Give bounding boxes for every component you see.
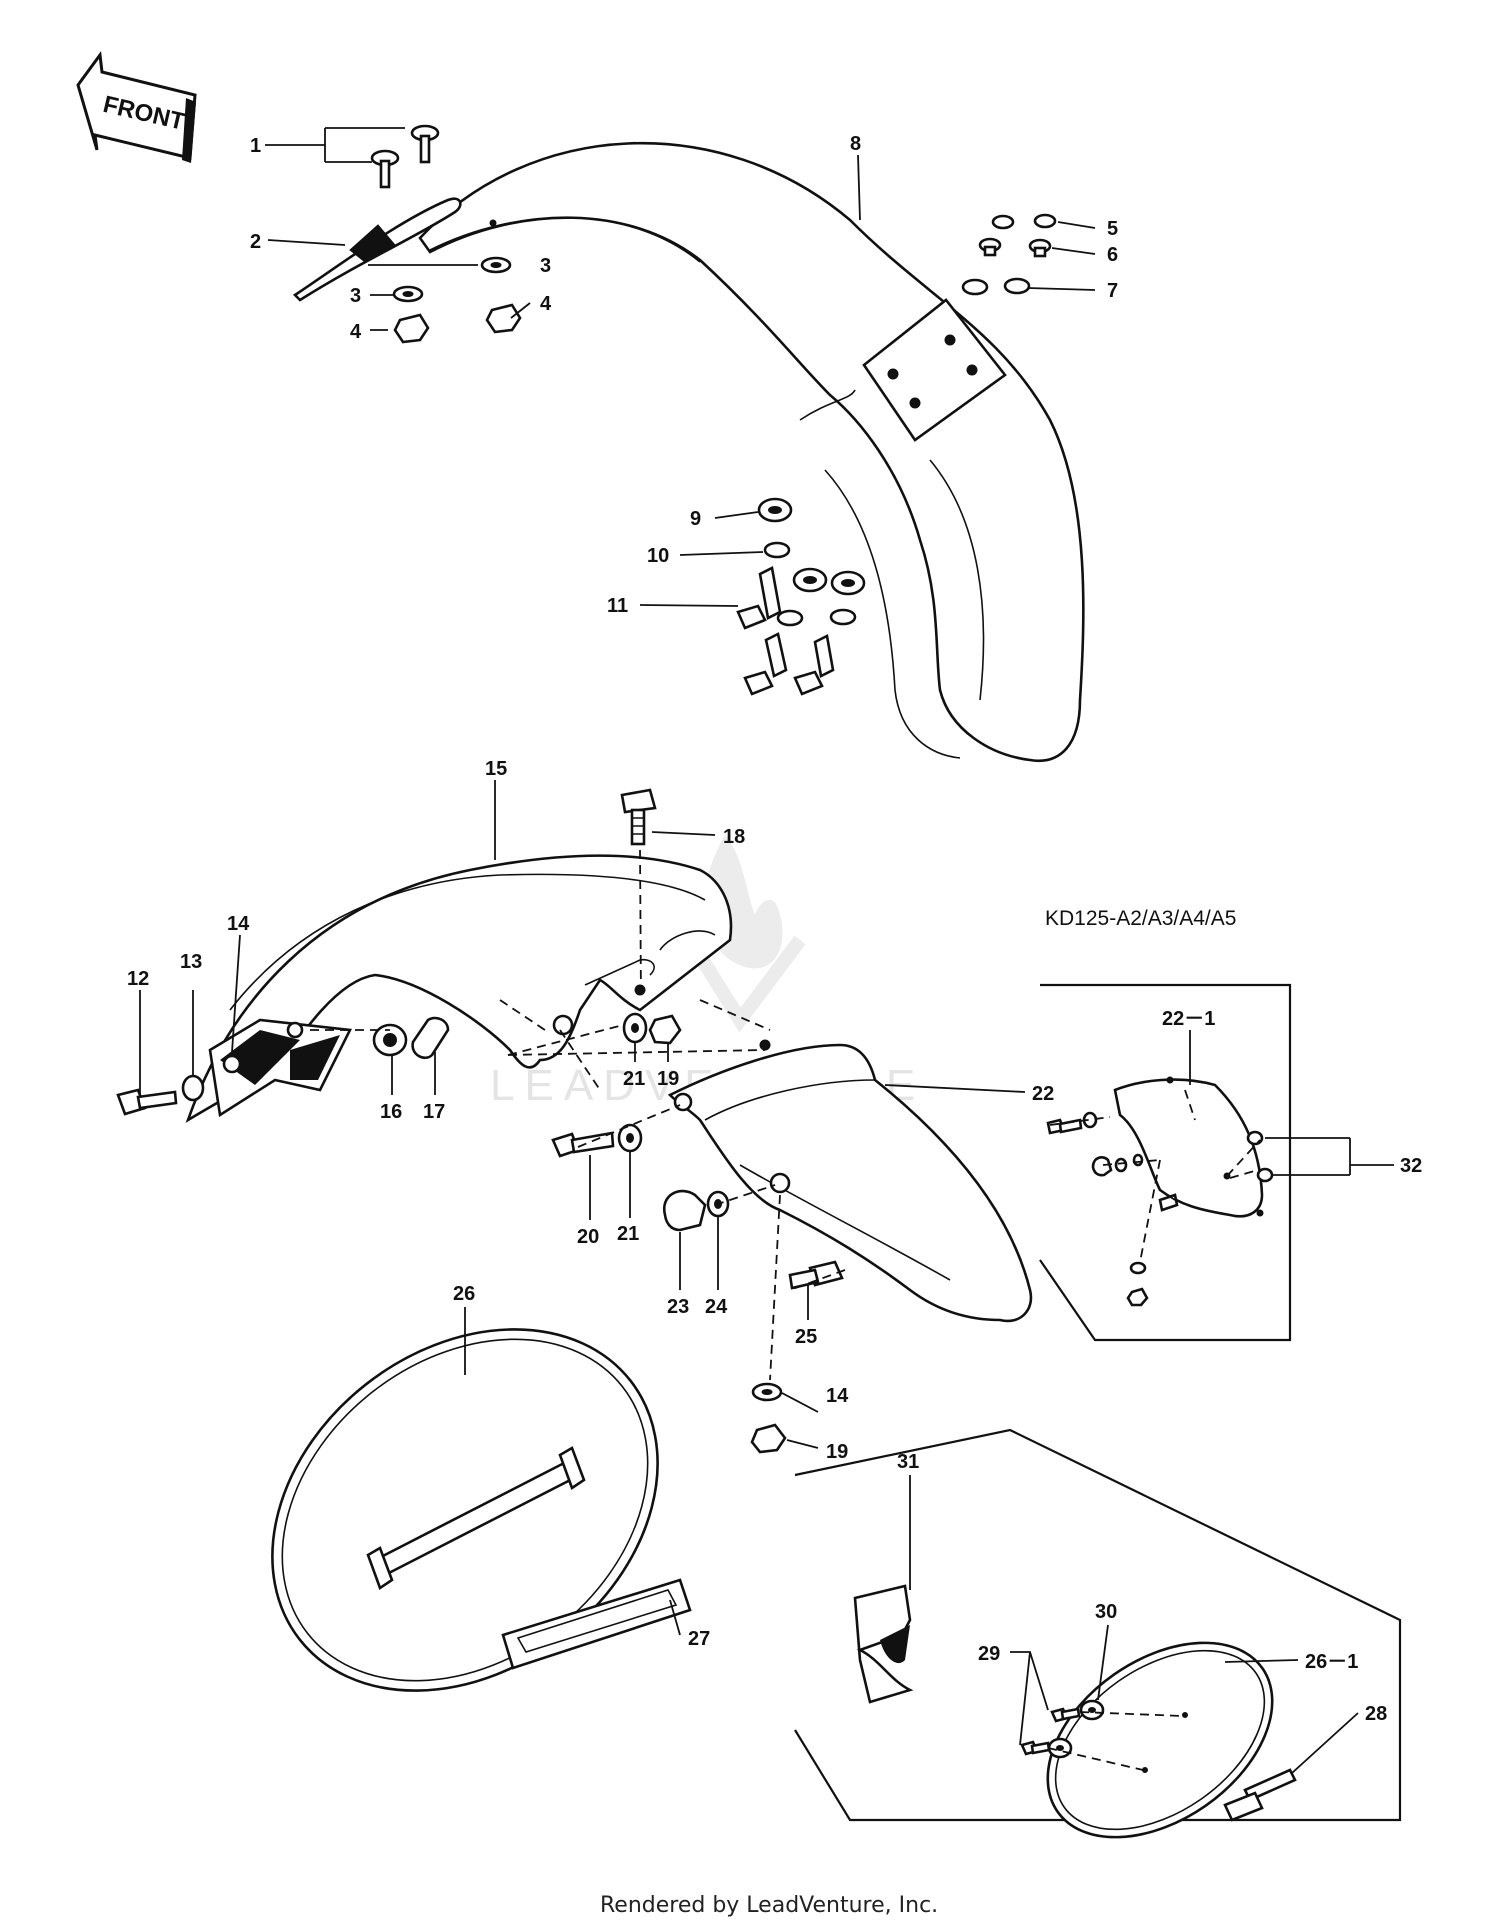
callout-23: 23 (667, 1296, 689, 1318)
inset-number-plate-variant (794, 1428, 1402, 1839)
number-plate (271, 1328, 659, 1692)
callout-27: 27 (688, 1628, 710, 1650)
washer-nut-14-19-lower (750, 1382, 787, 1454)
callout-5: 5 (1107, 218, 1118, 240)
front-arrow: FRONT (76, 51, 197, 163)
callout-3: 3 (350, 285, 361, 307)
callout-12: 12 (127, 968, 149, 990)
callout-15: 15 (485, 758, 507, 780)
callout-31: 31 (897, 1451, 919, 1473)
callout-20: 20 (577, 1226, 599, 1248)
leader-lines (139, 127, 1394, 1774)
washer-nut-19-21-upper (622, 1012, 682, 1045)
rear-fender-hardware (116, 1016, 450, 1116)
callout-26: 26 (453, 1283, 475, 1305)
callout-21: 21 (617, 1223, 639, 1245)
callout-19: 19 (826, 1441, 848, 1463)
callout-17: 17 (423, 1101, 445, 1123)
footer-credit: Rendered by LeadVenture, Inc. (600, 1893, 938, 1918)
screws-1 (370, 124, 440, 189)
front-fender (418, 141, 1085, 763)
inset-flap-variant (1039, 983, 1292, 1342)
callout-3: 3 (540, 255, 551, 277)
callout-labels: 1 2 3 3 4 4 5 6 7 8 9 10 11 12 13 14 14 … (127, 133, 1422, 1725)
callout-19: 19 (657, 1068, 679, 1090)
callout-11: 11 (607, 595, 628, 617)
callout-2: 2 (250, 231, 261, 253)
bolt-18 (620, 788, 657, 846)
flap-hardware (551, 1123, 844, 1290)
rear-fender-flap (667, 1039, 1033, 1323)
callout-24: 24 (705, 1296, 728, 1318)
callout-22-1: 22－1 (1162, 1008, 1215, 1030)
callout-10: 10 (647, 545, 669, 567)
callout-26-1: 26－1 (1305, 1651, 1358, 1673)
callout-16: 16 (380, 1101, 402, 1123)
callout-4: 4 (350, 321, 362, 343)
fender-mount-hardware (736, 497, 866, 696)
small-parts-5-6-7 (961, 213, 1057, 296)
callout-9: 9 (690, 508, 701, 530)
rear-fender (185, 854, 733, 1123)
callout-25: 25 (795, 1326, 817, 1348)
callout-28: 28 (1365, 1703, 1387, 1725)
callout-7: 7 (1107, 280, 1118, 302)
callout-30: 30 (1095, 1601, 1117, 1623)
callout-21: 21 (623, 1068, 645, 1090)
callout-14: 14 (826, 1385, 849, 1407)
number-plate-bracket (292, 197, 462, 302)
callout-8: 8 (850, 133, 861, 155)
callout-4: 4 (540, 293, 552, 315)
assembly-lines (310, 849, 846, 1381)
model-label: KD125-A2/A3/A4/A5 (1045, 907, 1236, 930)
washers-nuts-3-4 (392, 256, 522, 344)
callout-32: 32 (1400, 1155, 1422, 1177)
callout-29: 29 (978, 1643, 1000, 1665)
callout-6: 6 (1107, 244, 1118, 266)
callout-22: 22 (1032, 1083, 1054, 1105)
callout-13: 13 (180, 951, 202, 973)
callout-1: 1 (250, 135, 261, 157)
callout-14: 14 (227, 913, 250, 935)
callout-18: 18 (723, 826, 745, 848)
strap-27 (501, 1578, 692, 1670)
